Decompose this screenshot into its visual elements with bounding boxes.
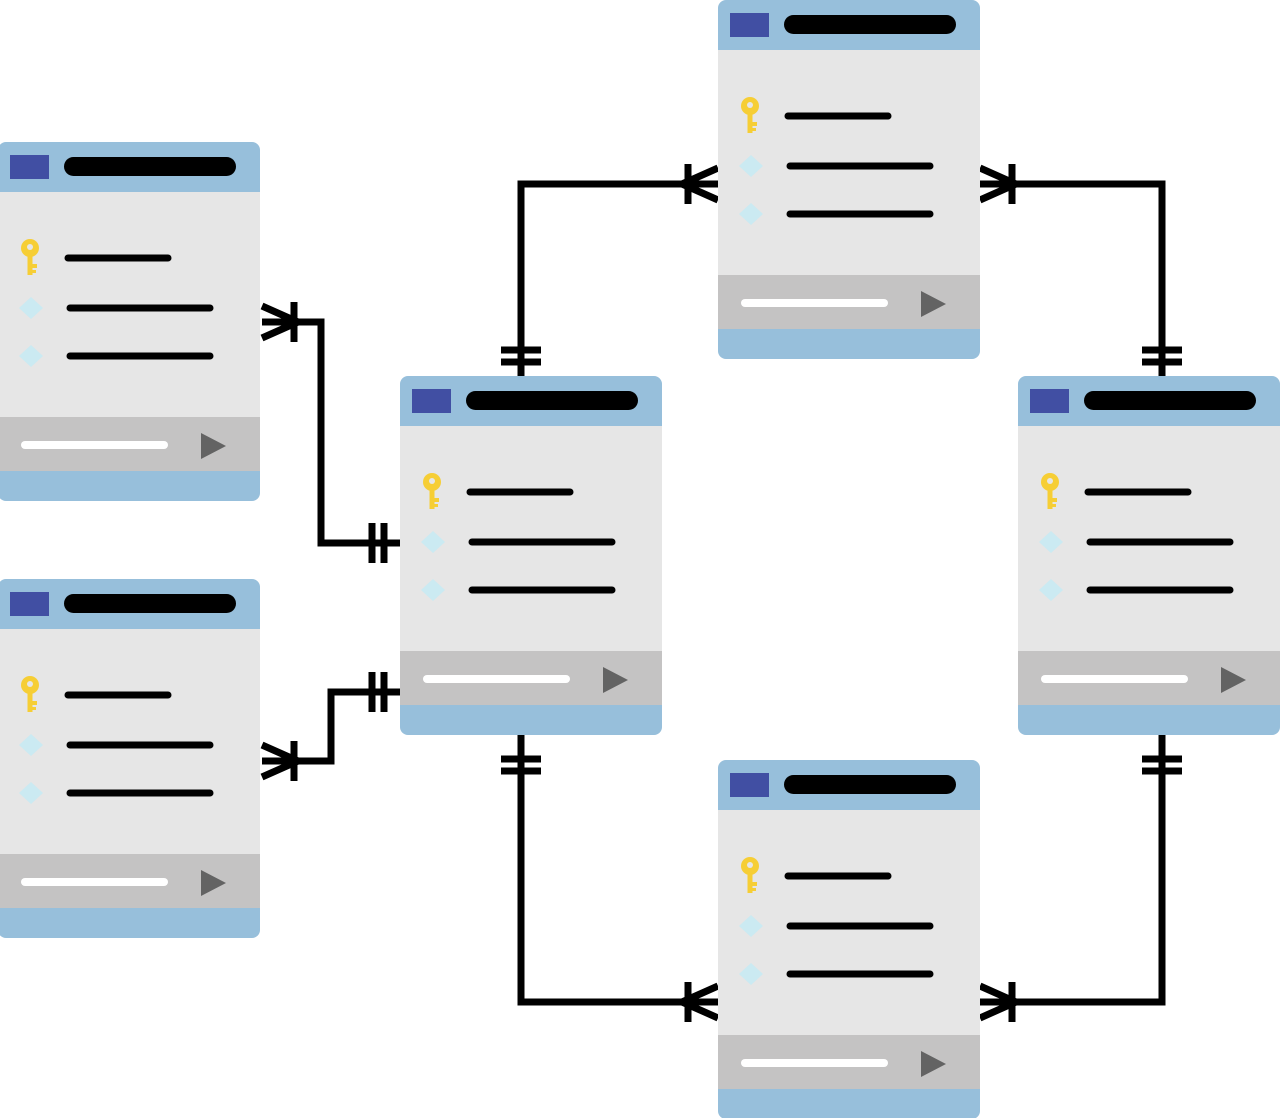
key-icon [423, 473, 441, 509]
key-tooth [32, 264, 37, 268]
table-icon [730, 13, 769, 37]
relationship-center-left-top [262, 318, 400, 547]
table-top [718, 0, 980, 359]
one-or-many-marker [260, 741, 300, 781]
diamond-icon [19, 297, 43, 319]
one-and-only-one-marker [1142, 755, 1182, 775]
key-tooth [752, 888, 756, 891]
connector-layer [260, 164, 1182, 1022]
one-and-only-one-marker [368, 523, 388, 563]
one-or-many-marker [680, 982, 720, 1022]
diamond-icon [421, 531, 445, 553]
key-tooth [32, 270, 36, 273]
key-shaft [429, 489, 435, 509]
play-icon[interactable] [201, 433, 226, 459]
key-shaft [747, 113, 753, 133]
relationship-right-bottom [980, 735, 1166, 1006]
key-icon [1041, 473, 1059, 509]
diamond-icon [1039, 579, 1063, 601]
key-icon [21, 676, 39, 712]
key-shaft [27, 692, 33, 712]
table-left-bottom [0, 579, 260, 938]
table-center [400, 376, 662, 735]
one-or-many-marker [978, 164, 1018, 204]
table-title-bar [1084, 391, 1256, 410]
key-tooth [1052, 504, 1056, 507]
one-and-only-one-marker [368, 672, 388, 712]
relationship-right-top [980, 180, 1166, 376]
one-and-only-one-marker [501, 755, 541, 775]
table-title-bar [64, 157, 236, 176]
key-tooth [752, 122, 757, 126]
one-and-only-one-marker [1142, 346, 1182, 366]
table-icon [730, 773, 769, 797]
diamond-icon [739, 915, 763, 937]
diamond-icon [739, 203, 763, 225]
key-icon [741, 97, 759, 133]
diamond-icon [19, 782, 43, 804]
key-tooth [32, 707, 36, 710]
key-hole [1047, 478, 1053, 484]
diamond-icon [19, 734, 43, 756]
relationship-center-bottom [517, 735, 718, 1006]
table-bottom [718, 760, 980, 1118]
table-icon [10, 592, 49, 616]
key-icon [741, 857, 759, 893]
diamond-icon [1039, 531, 1063, 553]
key-icon [21, 239, 39, 275]
one-and-only-one-marker [501, 346, 541, 366]
key-tooth [752, 128, 756, 131]
one-or-many-marker [260, 302, 300, 342]
table-left-top [0, 142, 260, 501]
key-shaft [1047, 489, 1053, 509]
play-icon[interactable] [1221, 667, 1246, 693]
diamond-icon [421, 579, 445, 601]
table-title-bar [784, 775, 956, 794]
one-or-many-marker [680, 164, 720, 204]
key-tooth [32, 701, 37, 705]
key-hole [27, 681, 33, 687]
key-shaft [27, 255, 33, 275]
table-icon [10, 155, 49, 179]
table-icon [1030, 389, 1069, 413]
diamond-icon [739, 963, 763, 985]
one-or-many-marker [978, 982, 1018, 1022]
key-hole [429, 478, 435, 484]
table-right [1018, 376, 1280, 735]
key-hole [747, 862, 753, 868]
key-tooth [434, 504, 438, 507]
key-tooth [752, 882, 757, 886]
diamond-icon [19, 345, 43, 367]
relationship-center-top [517, 180, 718, 376]
key-hole [747, 102, 753, 108]
table-title-bar [784, 15, 956, 34]
key-tooth [1052, 498, 1057, 502]
key-shaft [747, 873, 753, 893]
play-icon[interactable] [603, 667, 628, 693]
key-tooth [434, 498, 439, 502]
table-title-bar [64, 594, 236, 613]
table-icon [412, 389, 451, 413]
play-icon[interactable] [201, 870, 226, 896]
table-title-bar [466, 391, 638, 410]
play-icon[interactable] [921, 291, 946, 317]
play-icon[interactable] [921, 1051, 946, 1077]
diamond-icon [739, 155, 763, 177]
key-hole [27, 244, 33, 250]
